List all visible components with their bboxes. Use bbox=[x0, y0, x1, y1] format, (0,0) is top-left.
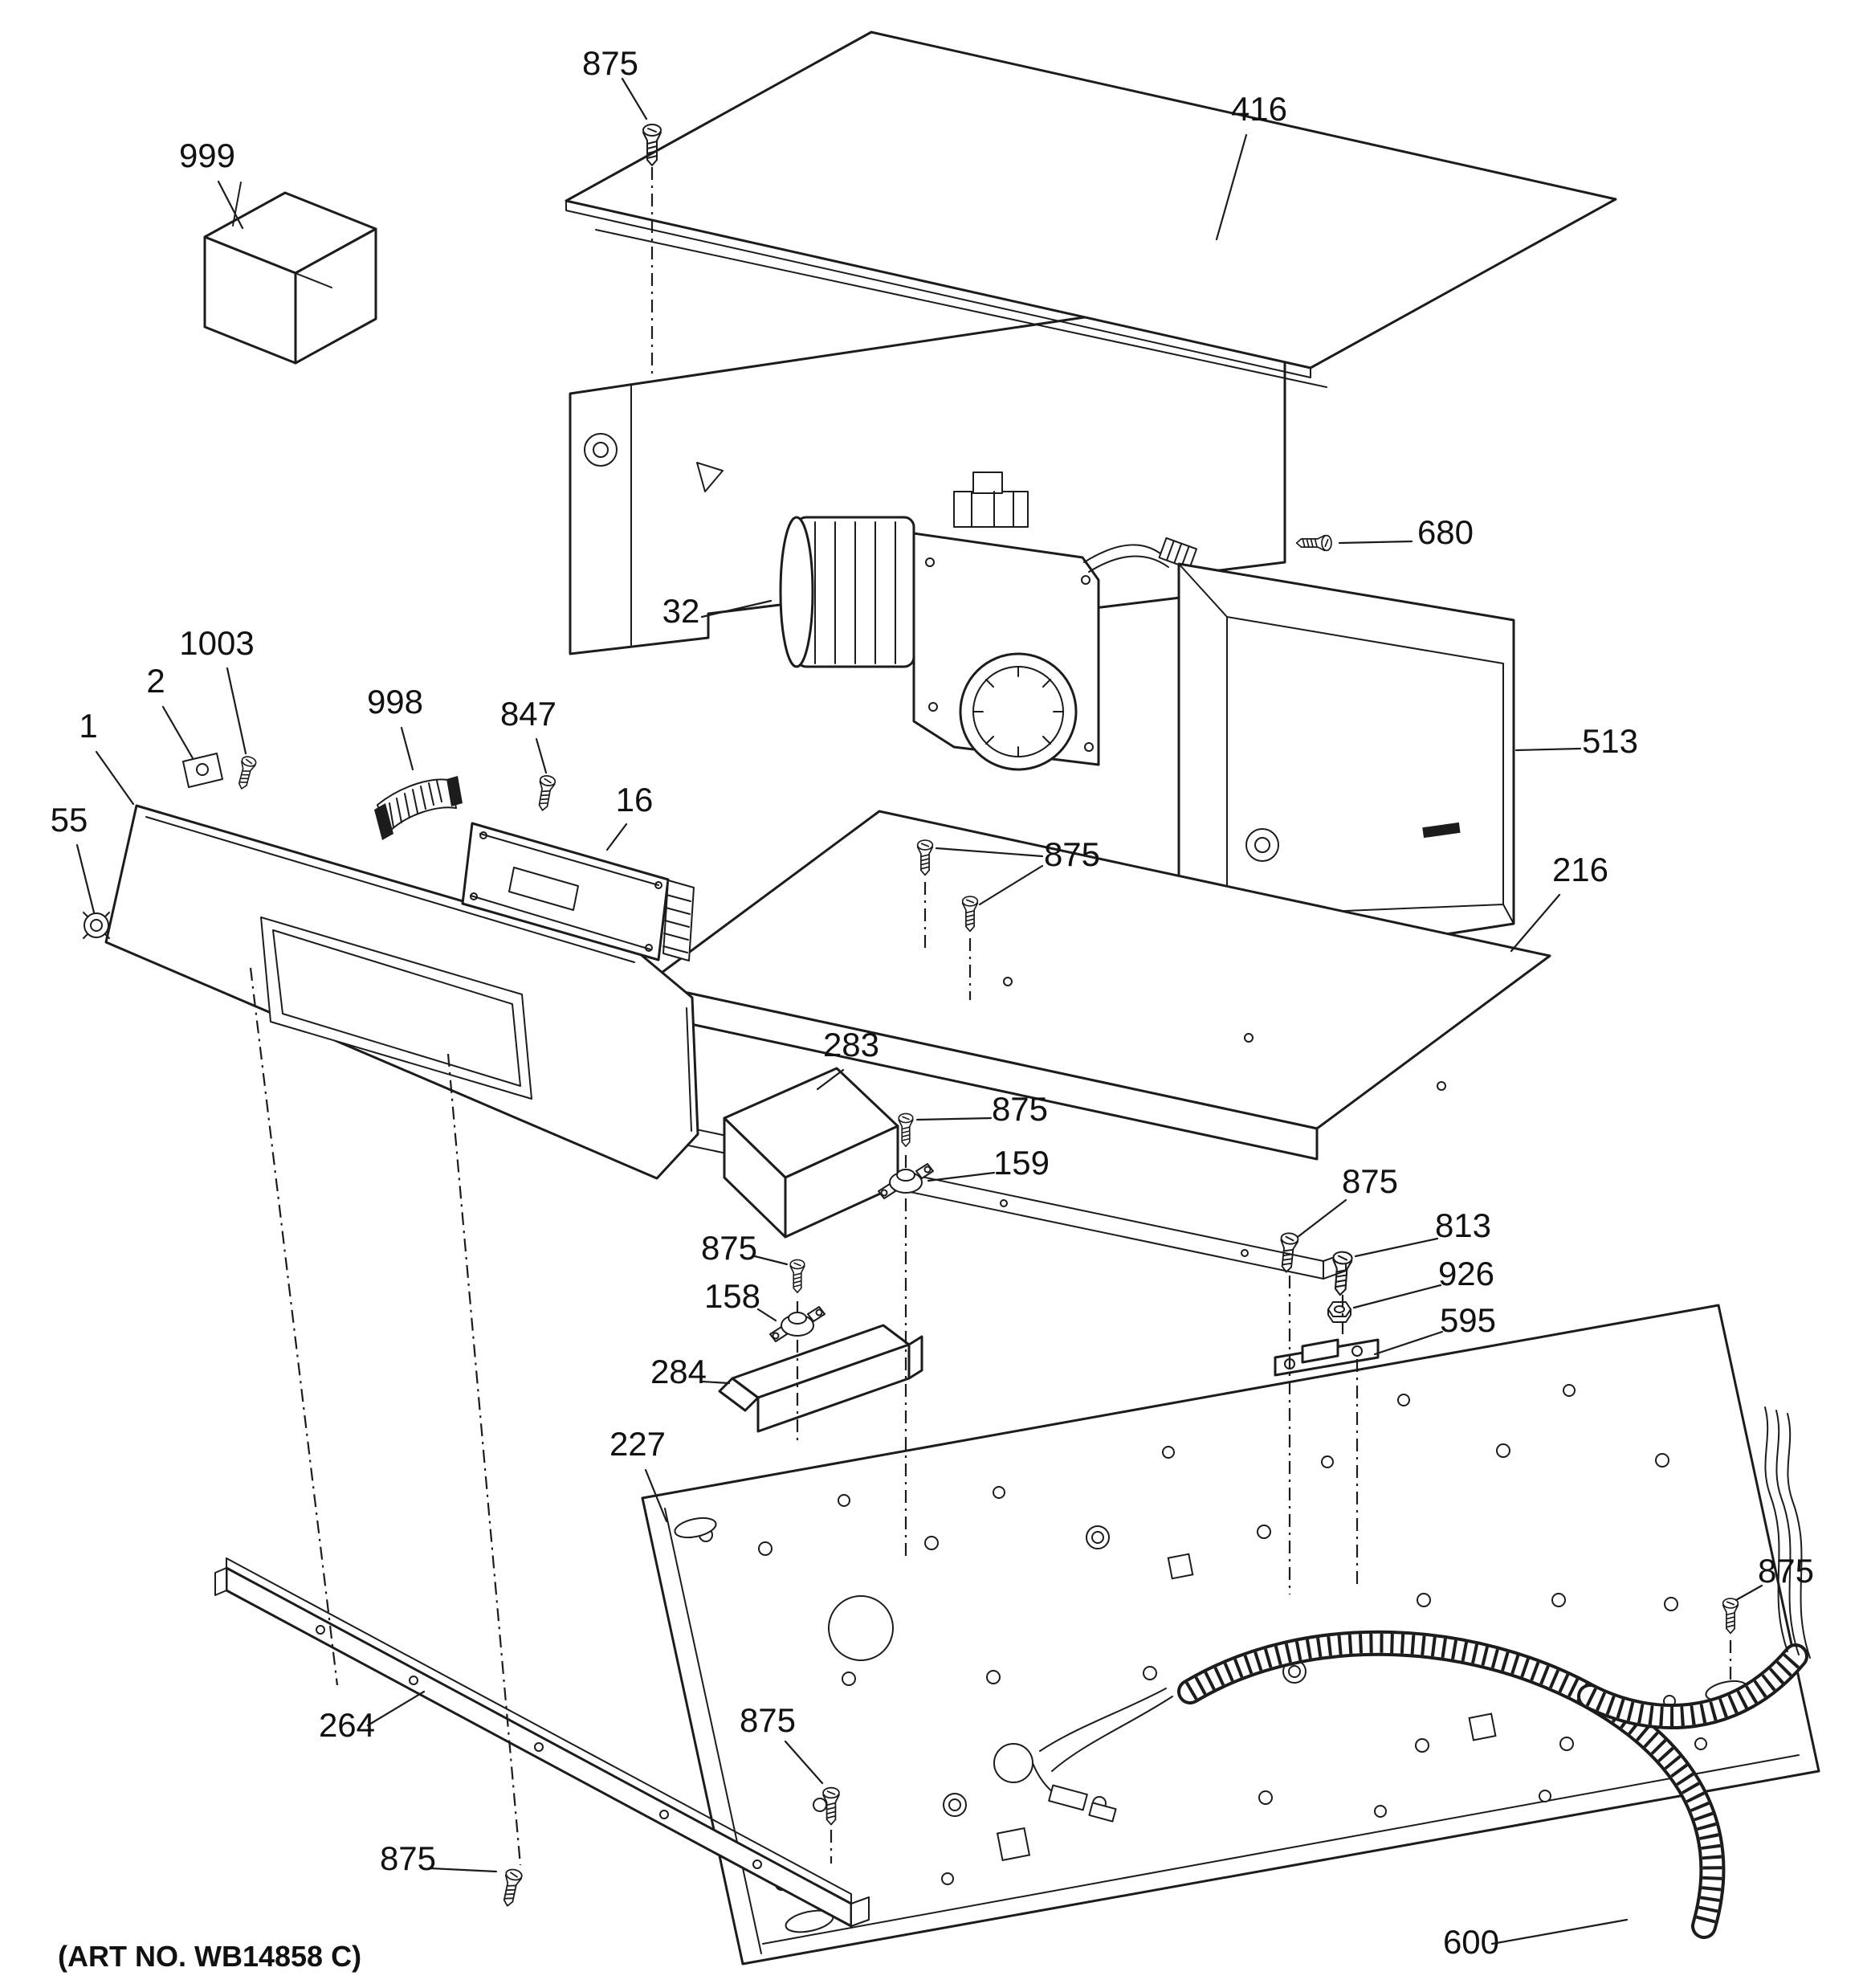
callout-label: 875 bbox=[740, 1701, 796, 1739]
grommet-55 bbox=[83, 912, 110, 939]
duct-283 bbox=[723, 1067, 899, 1239]
callout-label: 16 bbox=[616, 781, 654, 818]
screw-680 bbox=[1295, 534, 1332, 552]
callout-55: 55 bbox=[51, 801, 96, 914]
shipping-box-999 bbox=[203, 182, 377, 365]
callout-513: 513 bbox=[1514, 722, 1638, 760]
callout-16: 16 bbox=[605, 781, 654, 851]
callout-label: 227 bbox=[609, 1425, 666, 1463]
callout-label: 595 bbox=[1440, 1301, 1496, 1339]
callout-label: 926 bbox=[1438, 1255, 1494, 1292]
callout-label: 284 bbox=[650, 1353, 707, 1390]
nut-926 bbox=[1327, 1301, 1351, 1323]
callout-1: 1 bbox=[79, 707, 135, 806]
callout-875-159: 875 bbox=[915, 1090, 1048, 1128]
callout-label: 999 bbox=[179, 137, 235, 174]
callout-875-595: 875 bbox=[1296, 1162, 1398, 1239]
callout-926: 926 bbox=[1352, 1255, 1494, 1309]
callout-416: 416 bbox=[1215, 90, 1287, 241]
screw-875-158 bbox=[789, 1259, 805, 1293]
callout-600: 600 bbox=[1443, 1918, 1629, 1961]
centerlines bbox=[249, 167, 1732, 1866]
callout-label: 416 bbox=[1231, 90, 1287, 128]
bracket-284 bbox=[718, 1324, 923, 1433]
callout-2: 2 bbox=[146, 662, 194, 760]
callout-label: 600 bbox=[1443, 1923, 1499, 1961]
callout-label: 32 bbox=[662, 592, 700, 630]
callout-label: 998 bbox=[367, 683, 423, 720]
callout-680: 680 bbox=[1338, 513, 1474, 551]
screw-813 bbox=[1330, 1250, 1354, 1296]
callout-label: 875 bbox=[1342, 1162, 1398, 1200]
screw-875-rail-left bbox=[499, 1867, 524, 1908]
screw-847 bbox=[534, 774, 557, 813]
callout-998: 998 bbox=[367, 683, 423, 771]
callout-label: 875 bbox=[380, 1839, 436, 1877]
bracket-595 bbox=[1274, 1338, 1380, 1377]
callout-283: 283 bbox=[816, 1026, 879, 1091]
callout-813: 813 bbox=[1354, 1206, 1491, 1258]
callout-label: 875 bbox=[992, 1090, 1048, 1128]
callout-label: 158 bbox=[704, 1277, 760, 1315]
callout-158: 158 bbox=[704, 1277, 777, 1322]
rail-264 bbox=[214, 1557, 870, 1928]
callout-label: 813 bbox=[1435, 1206, 1491, 1244]
callout-label: 264 bbox=[319, 1706, 375, 1744]
callout-875-right: 875 bbox=[1735, 1552, 1814, 1602]
callout-284: 284 bbox=[650, 1353, 731, 1390]
callout-875-158: 875 bbox=[701, 1229, 789, 1267]
callout-875-rail-left: 875 bbox=[380, 1839, 498, 1877]
callout-label: 283 bbox=[823, 1026, 879, 1063]
callout-label: 1 bbox=[79, 707, 97, 745]
callout-999: 999 bbox=[179, 137, 244, 230]
callout-label: 159 bbox=[993, 1144, 1050, 1182]
callout-847: 847 bbox=[500, 695, 556, 774]
top-cover-416 bbox=[565, 31, 1617, 388]
callout-label: 847 bbox=[500, 695, 556, 733]
callout-label: 875 bbox=[1758, 1552, 1814, 1590]
blower-assembly-32 bbox=[779, 471, 1198, 771]
power-cord-600 bbox=[993, 1406, 1811, 1939]
callout-label: 1003 bbox=[179, 624, 254, 662]
callout-1003: 1003 bbox=[179, 624, 255, 755]
callout-595: 595 bbox=[1373, 1301, 1496, 1356]
callout-label: 513 bbox=[1582, 722, 1638, 760]
callout-label: 875 bbox=[701, 1229, 757, 1267]
callout-875-top: 875 bbox=[582, 44, 648, 120]
callout-159: 159 bbox=[927, 1144, 1050, 1182]
callout-label: 875 bbox=[582, 44, 638, 82]
callout-227: 227 bbox=[609, 1425, 668, 1523]
callout-875-mid: 875 bbox=[935, 835, 1100, 906]
art-number: (ART NO. WB14858 C) bbox=[58, 1940, 361, 1973]
callout-label: 2 bbox=[146, 662, 165, 700]
callout-label: 680 bbox=[1417, 513, 1474, 551]
callout-label: 55 bbox=[51, 801, 88, 839]
screw-875-159 bbox=[898, 1112, 914, 1147]
ribbon-cable-998 bbox=[374, 776, 463, 840]
callout-label: 875 bbox=[1044, 835, 1100, 873]
screw-1003 bbox=[234, 754, 258, 792]
callout-32: 32 bbox=[662, 592, 773, 630]
callout-label: 216 bbox=[1552, 851, 1608, 888]
callout-264: 264 bbox=[319, 1690, 426, 1744]
control-board-16 bbox=[461, 822, 695, 961]
callout-216: 216 bbox=[1510, 851, 1608, 953]
callout-875-rail-mid: 875 bbox=[740, 1701, 824, 1785]
coiled-cable bbox=[1177, 1630, 1808, 1939]
bracket-2 bbox=[182, 753, 223, 788]
